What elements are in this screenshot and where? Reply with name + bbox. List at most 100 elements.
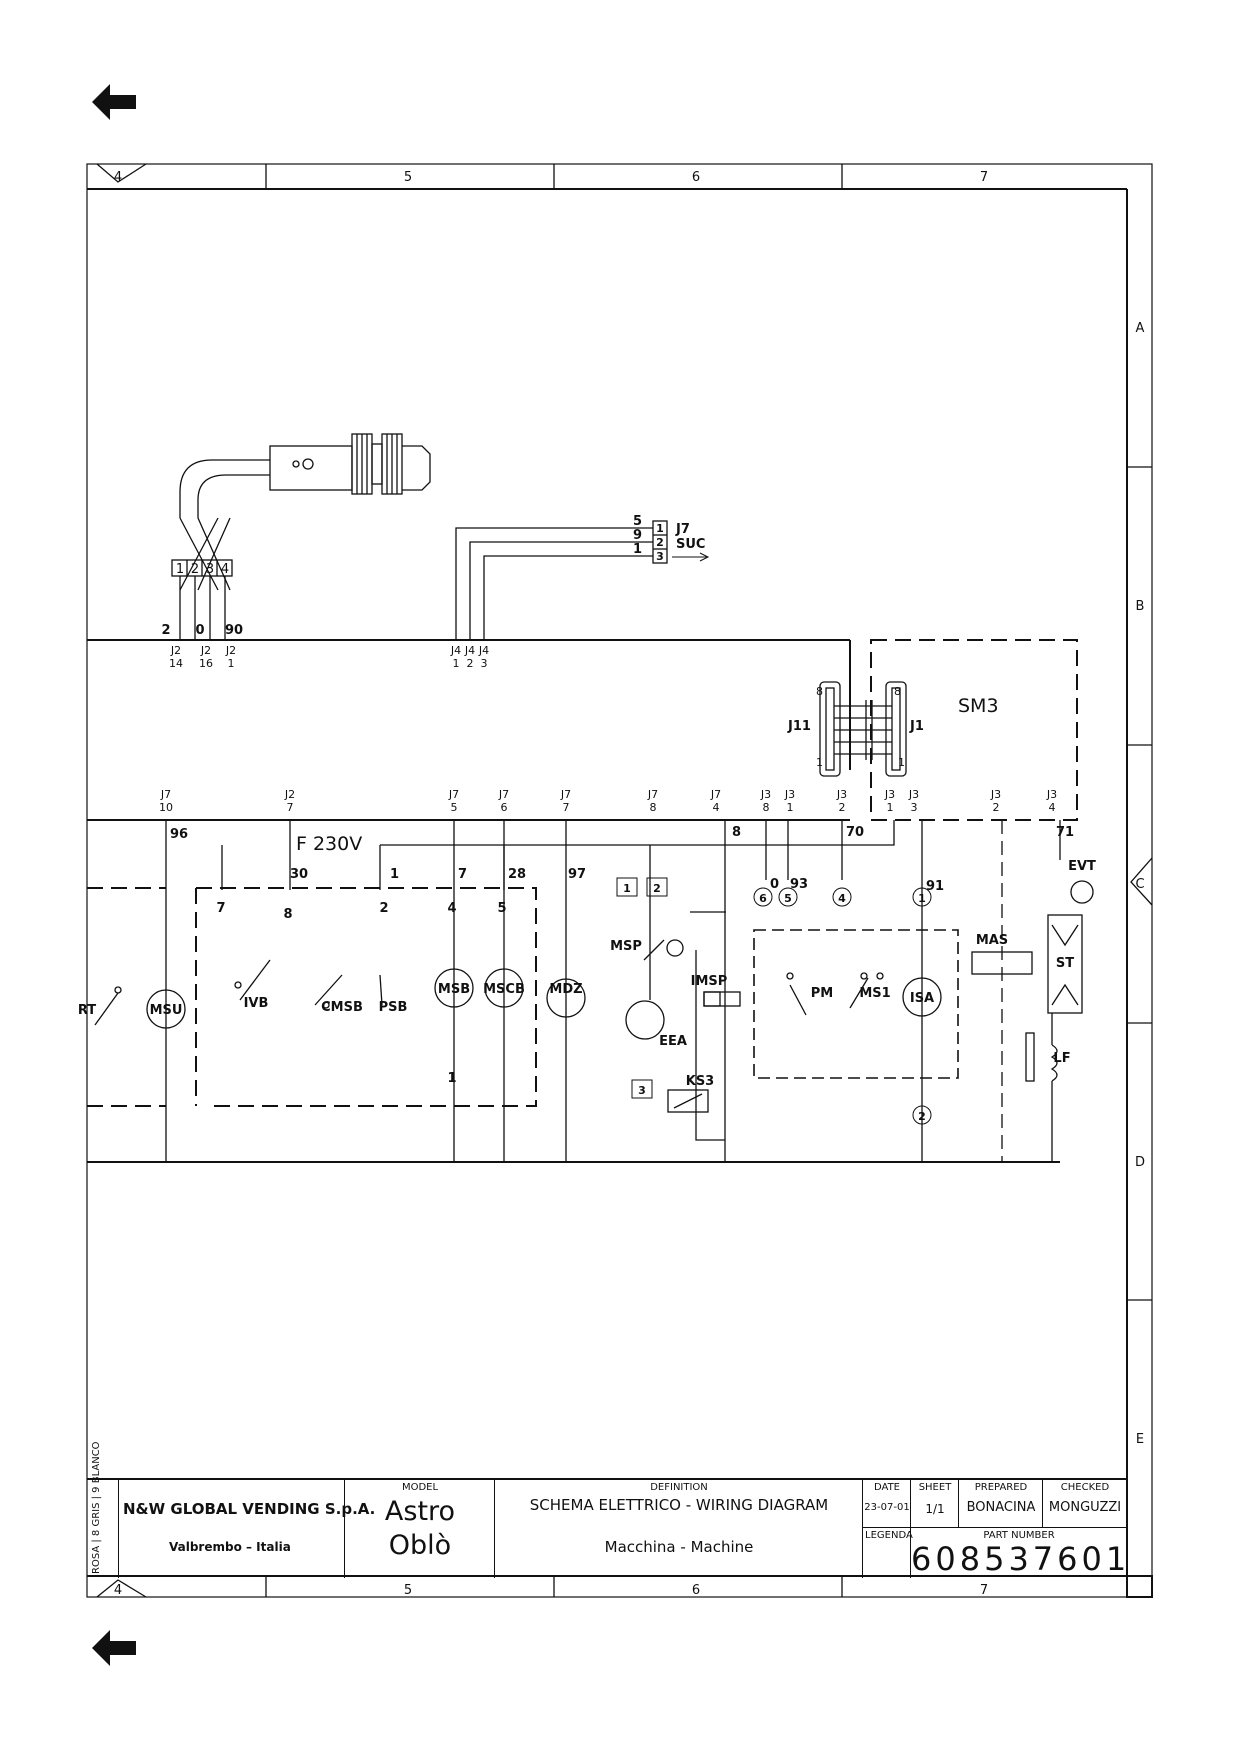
connector-tag: J3 xyxy=(1046,788,1057,801)
connector-pin: 7 xyxy=(287,801,294,814)
column-marker-top: 6 xyxy=(692,170,700,185)
part-number-label: PART NUMBER xyxy=(983,1530,1055,1541)
connector-pin: 16 xyxy=(199,657,213,670)
connector-pin: 2 xyxy=(993,801,1000,814)
terminal-number: 2 xyxy=(653,882,661,895)
component-label: MAS xyxy=(976,933,1008,948)
wire-number: 1 xyxy=(390,867,399,882)
connector-tag: J7 xyxy=(448,788,459,801)
j11-pin: 1 xyxy=(816,756,823,769)
sensor-pin: 2 xyxy=(191,562,199,577)
terminal-box xyxy=(616,877,638,897)
connector-pin: 6 xyxy=(501,801,508,814)
component-label: KS3 xyxy=(686,1074,714,1089)
plug-number: 2 xyxy=(379,901,388,916)
terminal-number: 2 xyxy=(918,1110,926,1123)
connector-pin: 8 xyxy=(650,801,657,814)
wire-number: 91 xyxy=(926,879,944,894)
arrow-left-icon xyxy=(92,84,136,120)
model-label: MODEL xyxy=(401,1482,439,1493)
component-label: RT xyxy=(78,1003,96,1018)
terminal-number: 5 xyxy=(784,892,792,905)
j11-label: J11 xyxy=(787,719,811,734)
component-label: ST xyxy=(1056,956,1074,971)
row-marker: C xyxy=(1135,877,1144,892)
terminal-circle xyxy=(912,887,932,907)
component-label: PSB xyxy=(379,1000,408,1015)
column-marker-top: 5 xyxy=(404,170,412,185)
wire-label: 2 xyxy=(161,623,170,638)
company-location: Valbrembo – Italia xyxy=(169,1540,291,1554)
back-button-top[interactable] xyxy=(90,82,138,122)
wire-number: 71 xyxy=(1056,825,1074,840)
plug-number: 1 xyxy=(447,1071,456,1086)
column-marker-bottom: 6 xyxy=(692,1583,700,1598)
component-label: MSP xyxy=(610,939,642,954)
component-label: CMSB xyxy=(321,1000,363,1015)
subtitle: Macchina - Machine xyxy=(604,1538,754,1556)
wire-number: 28 xyxy=(508,867,526,882)
connector-tag: J3 xyxy=(760,788,771,801)
plug-number: 4 xyxy=(447,901,456,916)
model-line1: Astro xyxy=(384,1496,456,1527)
connector-tag: J7 xyxy=(647,788,658,801)
j1-label: J1 xyxy=(909,719,924,734)
connector-pin: 4 xyxy=(1049,801,1056,814)
connector-tag: J4 xyxy=(450,644,461,657)
component-label: EVT xyxy=(1068,859,1096,874)
component-label: ISA xyxy=(910,991,934,1006)
terminal-circle xyxy=(753,887,773,907)
plug-number: 8 xyxy=(283,907,292,922)
connector-pin: 7 xyxy=(563,801,570,814)
connector-pin: 2 xyxy=(839,801,846,814)
date: 23-07-01 xyxy=(864,1502,910,1513)
connector-tag: J3 xyxy=(784,788,795,801)
row-marker: B xyxy=(1136,599,1145,614)
wire-number: 97 xyxy=(568,867,586,882)
company-name: N&W GLOBAL VENDING S.p.A. xyxy=(123,1500,376,1518)
suc-pin: 3 xyxy=(656,550,664,563)
wire-number: 96 xyxy=(170,827,188,842)
connector-tag: J2 xyxy=(200,644,211,657)
plug-number: 5 xyxy=(497,901,506,916)
suc-connector-name: J7 xyxy=(675,522,690,537)
connector-pin: 14 xyxy=(169,657,183,670)
component-label: MS1 xyxy=(859,986,890,1001)
wire-label: 90 xyxy=(225,623,243,638)
sensor-pin: 4 xyxy=(221,562,229,577)
title-block: ROSA | 8 GRIS | 9 BLANCO N&W GLOBAL VENDI… xyxy=(87,1441,1131,1578)
wire-number: 30 xyxy=(290,867,308,882)
connector-tag: J3 xyxy=(836,788,847,801)
connector-pin: 1 xyxy=(787,801,794,814)
connector-tag: J4 xyxy=(464,644,475,657)
connector-tag: J7 xyxy=(710,788,721,801)
connector-tag: J3 xyxy=(908,788,919,801)
component-label: LF xyxy=(1053,1051,1070,1066)
column-marker-top: 7 xyxy=(980,170,988,185)
company-cell: N&W GLOBAL VENDING S.p.A. Valbrembo – Ita… xyxy=(119,1480,375,1578)
color-codes: ROSA | 8 GRIS | 9 BLANCO xyxy=(91,1441,102,1574)
terminal-box xyxy=(646,877,668,897)
column-marker-bottom: 4 xyxy=(114,1583,122,1598)
definition-label: DEFINITION xyxy=(650,1482,708,1493)
connector-pin: 3 xyxy=(481,657,488,670)
part-number: 608537601 xyxy=(911,1540,1131,1578)
terminal-number: 3 xyxy=(638,1084,646,1097)
j1-pin: 1 xyxy=(898,756,905,769)
wire-number: 0 xyxy=(770,877,779,892)
connector-tag: J7 xyxy=(498,788,509,801)
connector-pin: 1 xyxy=(453,657,460,670)
back-button-bottom[interactable] xyxy=(90,1628,138,1668)
j1-pin: 8 xyxy=(894,685,901,698)
terminal-number: 4 xyxy=(838,892,846,905)
sensor-pin: 1 xyxy=(176,562,184,577)
column-marker-top: 4 xyxy=(114,170,122,185)
component-label: MSB xyxy=(438,982,470,997)
definition: SCHEMA ELETTRICO - WIRING DIAGRAM xyxy=(529,1496,829,1514)
prepared: BONACINA xyxy=(966,1500,1036,1515)
connector-tag: J7 xyxy=(560,788,571,801)
sensor-pin: 3 xyxy=(206,562,214,577)
component-label: IMSP xyxy=(691,974,728,989)
